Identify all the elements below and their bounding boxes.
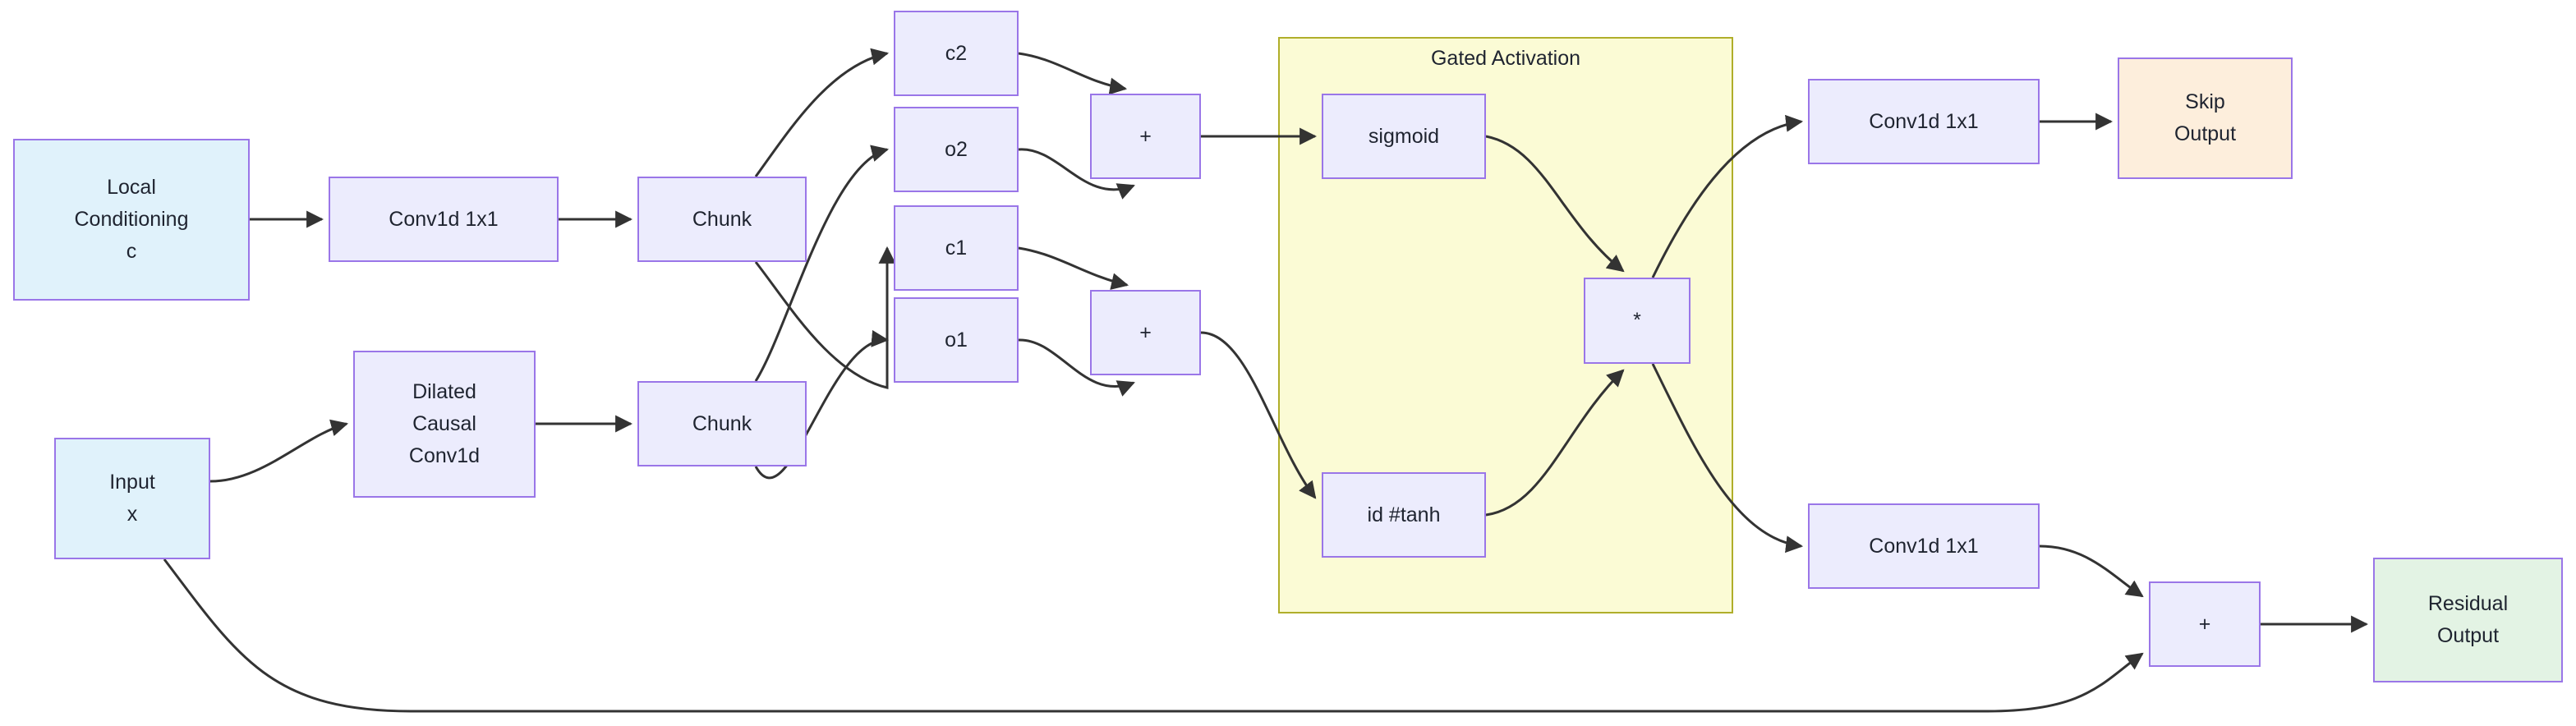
tanh-node: id #tanh bbox=[1322, 472, 1486, 558]
edge-input-to-dilated bbox=[209, 419, 349, 483]
node-label-line: o2 bbox=[945, 137, 968, 161]
chunk-top-node: Chunk bbox=[637, 177, 807, 262]
edge-c2-to-add-top bbox=[1018, 52, 1128, 95]
edge-res-conv-to-add-res bbox=[2039, 544, 2144, 598]
node-label-line: + bbox=[1139, 124, 1152, 148]
node-label-line: + bbox=[1139, 320, 1152, 344]
node-label-line: Residual bbox=[2427, 592, 2509, 616]
node-label-line: Output bbox=[2174, 122, 2237, 145]
input-node: Input x bbox=[54, 438, 210, 559]
node-label-line: Conv1d 1x1 bbox=[389, 207, 499, 231]
c1-node: c1 bbox=[894, 205, 1019, 291]
edge-chunk-top-to-c2 bbox=[754, 48, 890, 177]
edge-chunk-top-to-c1 bbox=[754, 246, 896, 389]
node-label-line: sigmoid bbox=[1368, 124, 1440, 148]
node-label-line: Conditioning bbox=[74, 208, 189, 232]
node-label-line: Causal bbox=[412, 412, 476, 436]
add-residual-node: + bbox=[2149, 581, 2261, 667]
node-label-line: Input bbox=[109, 471, 155, 494]
node-label-line: Conv1d bbox=[408, 443, 481, 467]
node-label-line: Local bbox=[107, 176, 156, 200]
residual-conv1d-node: Conv1d 1x1 bbox=[1808, 503, 2040, 589]
gated-activation-label: Gated Activation bbox=[1430, 47, 1581, 70]
node-label-line: o1 bbox=[945, 328, 968, 352]
sigmoid-node: sigmoid bbox=[1322, 94, 1486, 179]
conditioning-conv1d-node: Conv1d 1x1 bbox=[329, 177, 559, 262]
node-label-line: * bbox=[1633, 309, 1641, 333]
node-label-line: Chunk bbox=[692, 411, 752, 435]
node-label-line: Output bbox=[2436, 624, 2500, 647]
edge-c1-to-add-bot bbox=[1018, 246, 1129, 290]
node-label-line: id #tanh bbox=[1367, 503, 1441, 526]
o1-node: o1 bbox=[894, 297, 1019, 383]
add-bottom-node: + bbox=[1090, 290, 1201, 375]
node-label-line: x bbox=[126, 503, 138, 526]
skip-conv1d-node: Conv1d 1x1 bbox=[1808, 79, 2040, 164]
node-label-line: + bbox=[2198, 612, 2211, 636]
node-label-line: c1 bbox=[945, 236, 968, 260]
node-label-line: c2 bbox=[945, 41, 968, 65]
node-label-line: Conv1d 1x1 bbox=[1869, 534, 1979, 558]
node-label-line: c bbox=[126, 239, 137, 263]
o2-node: o2 bbox=[894, 107, 1019, 192]
c2-node: c2 bbox=[894, 11, 1019, 96]
node-label-line: Dilated bbox=[412, 380, 476, 404]
multiply-node: * bbox=[1584, 278, 1690, 364]
node-label-line: Skip bbox=[2185, 90, 2225, 114]
node-label-line: Chunk bbox=[692, 207, 752, 231]
add-top-node: + bbox=[1090, 94, 1201, 179]
node-label-line: Conv1d 1x1 bbox=[1869, 109, 1979, 133]
chunk-bottom-node: Chunk bbox=[637, 381, 807, 466]
